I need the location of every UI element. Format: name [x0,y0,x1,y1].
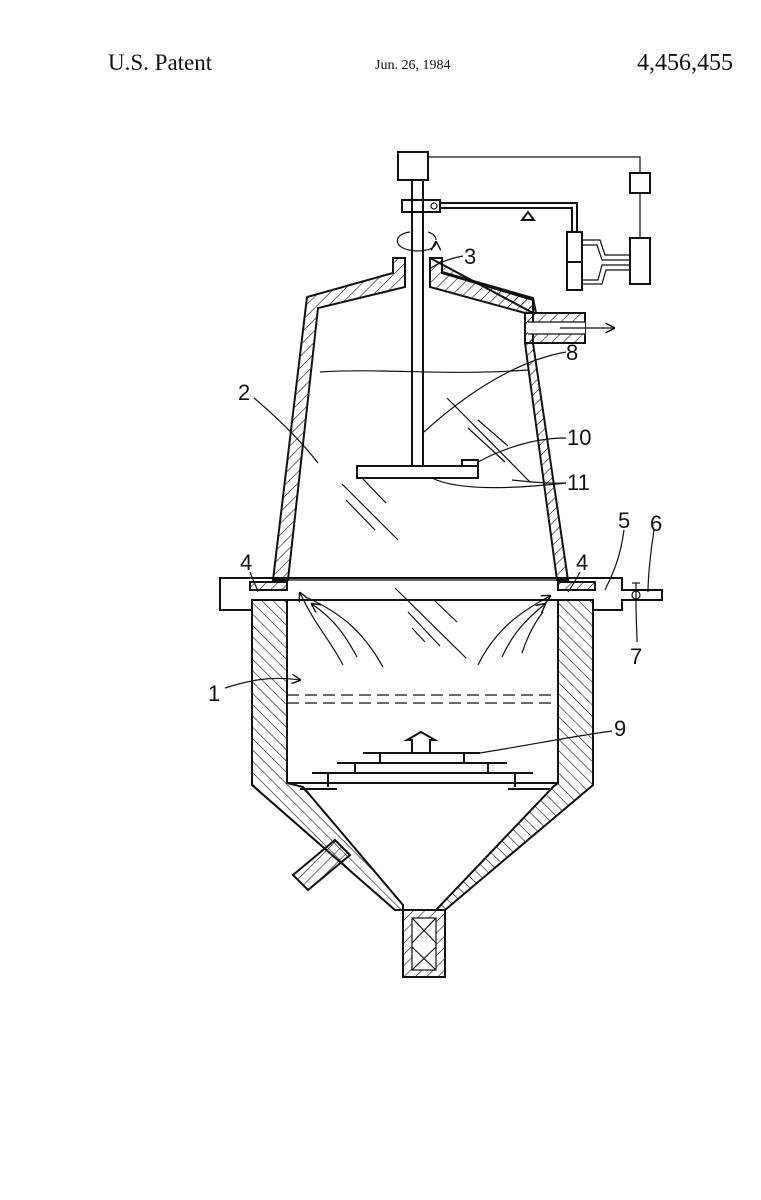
chamber [220,578,662,977]
label-3: 3 [464,244,476,269]
distributor [300,732,550,789]
seal-right [558,582,595,590]
label-11: 11 [567,470,590,495]
impeller-blade [462,460,478,466]
label-8: 8 [566,340,578,365]
actuator-box [630,238,650,284]
controller-box [630,173,650,193]
label-1: 1 [208,681,220,706]
label-9: 9 [614,716,626,741]
motor-box [398,152,428,180]
label-5: 5 [618,508,630,533]
impeller-disk [357,466,478,478]
label-10: 10 [567,425,591,450]
label-2: 2 [238,380,250,405]
hood [273,258,614,580]
label-7: 7 [630,644,642,669]
clamp [402,200,440,212]
label-4-left: 4 [240,550,252,575]
label-6: 6 [650,511,662,536]
label-4-right: 4 [576,550,588,575]
stirrer-shaft [397,180,436,466]
fulcrum-icon [522,212,534,220]
side-nozzle [293,840,350,890]
